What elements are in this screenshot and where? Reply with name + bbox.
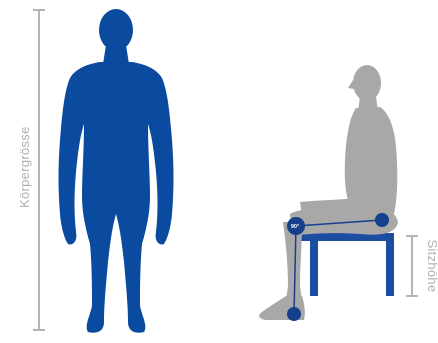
body-height-label: Körpergrösse bbox=[17, 128, 33, 208]
hip-marker bbox=[375, 213, 389, 227]
body-height-dimension-line bbox=[33, 10, 45, 330]
seat-height-dimension-line bbox=[406, 236, 418, 296]
seat-height-label: Sitzhöhe bbox=[424, 236, 438, 296]
ankle-marker bbox=[287, 307, 301, 321]
seated-figure bbox=[259, 65, 398, 320]
chair bbox=[300, 233, 394, 296]
knee-angle-label: 90° bbox=[288, 222, 302, 232]
standing-figure bbox=[59, 9, 174, 333]
